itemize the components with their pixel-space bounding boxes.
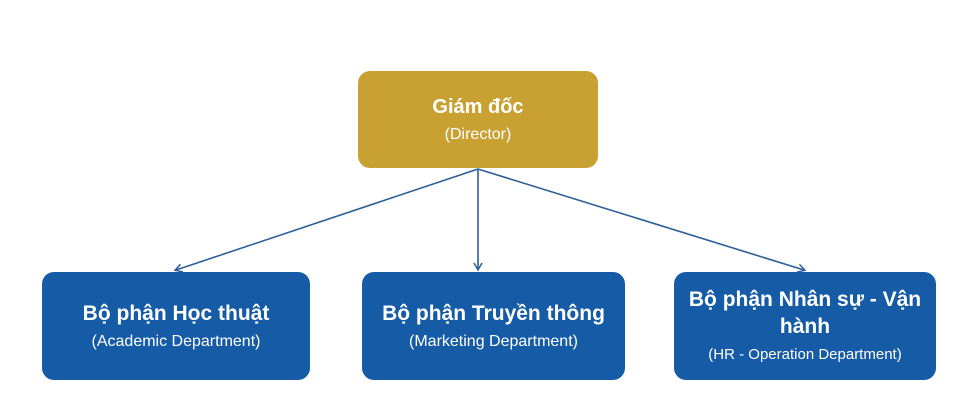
academic-department-box: Bộ phận Học thuật (Academic Department) xyxy=(42,272,310,380)
marketing-department-subtitle: (Marketing Department) xyxy=(409,332,578,350)
marketing-department-title: Bộ phận Truyền thông xyxy=(382,301,605,325)
hr-operation-department-title: Bộ phận Nhân sự - Vận hành xyxy=(688,288,922,338)
marketing-department-box: Bộ phận Truyền thông (Marketing Departme… xyxy=(362,272,625,380)
director-title: Giám đốc xyxy=(432,96,524,118)
academic-department-title: Bộ phận Học thuật xyxy=(82,301,270,325)
director-subtitle: (Director) xyxy=(444,126,512,143)
hr-operation-department-box: Bộ phận Nhân sự - Vận hành (HR - Operati… xyxy=(674,272,936,380)
connector-director-to-academic xyxy=(173,168,479,273)
connector-director-to-hr xyxy=(477,168,807,273)
hr-operation-department-subtitle: (HR - Operation Department) xyxy=(708,346,902,363)
academic-department-subtitle: (Academic Department) xyxy=(91,332,261,350)
director-box: Giám đốc (Director) xyxy=(358,71,598,168)
